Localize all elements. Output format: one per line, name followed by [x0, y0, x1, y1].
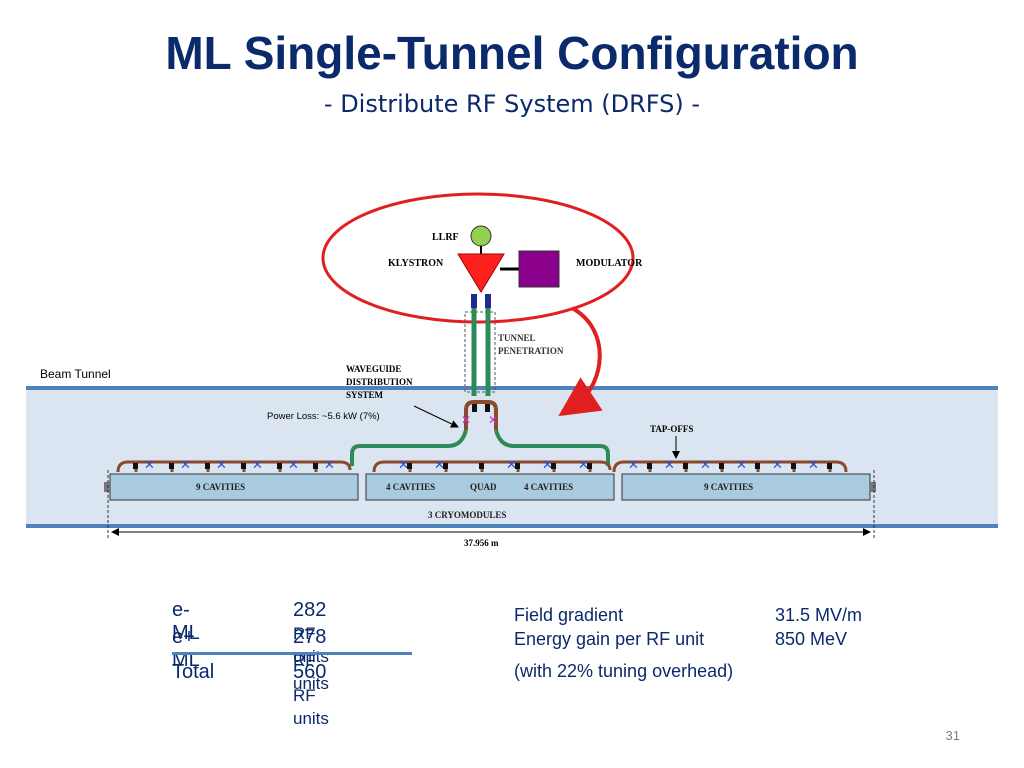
svg-text:✕: ✕	[664, 458, 675, 473]
splitter-flange-right	[485, 404, 490, 412]
beam-tunnel-label: Beam Tunnel	[40, 367, 111, 381]
tap-offs-label: TAP-OFFS	[650, 424, 693, 434]
cavities-mid-right-label: 4 CAVITIES	[524, 482, 573, 492]
coupler-flanges	[133, 463, 832, 469]
svg-text:✕: ✕	[144, 458, 155, 473]
svg-text:✕: ✕	[700, 458, 711, 473]
splitter-x-left: ✕	[461, 413, 471, 427]
splitter-flange-left	[472, 404, 477, 412]
energy-gain-value: 850 MeV	[775, 629, 848, 649]
llrf-label: LLRF	[432, 232, 459, 243]
curved-arrow	[558, 306, 603, 417]
row-total-unit: RF units	[293, 686, 329, 728]
slide-title: ML Single-Tunnel Configuration	[165, 27, 859, 79]
flange-left-top	[471, 294, 477, 308]
tuning-overhead-note: (with 22% tuning overhead)	[514, 661, 734, 681]
endcap-right	[870, 482, 876, 492]
row-eplus-number: 278	[293, 626, 327, 648]
cavities-right-label: 9 CAVITIES	[704, 482, 753, 492]
llrf-icon	[470, 225, 492, 247]
highlight-ellipse	[321, 192, 635, 324]
svg-text:✕: ✕	[578, 458, 589, 473]
svg-text:✕: ✕	[506, 458, 517, 473]
row-total-value: 560 RF units	[293, 661, 329, 730]
cryomodule-right	[621, 473, 871, 501]
flange-right-top	[485, 294, 491, 308]
beam-tunnel-band	[26, 388, 998, 526]
waveguide-distribution-label: WAVEGUIDE DISTRIBUTION SYSTEM	[346, 364, 415, 400]
modulator-label: MODULATOR	[576, 258, 643, 269]
row-eplus-unit: RF units	[293, 651, 329, 693]
cavities-left-label: 9 CAVITIES	[196, 482, 245, 492]
cryomodules-label: 3 CRYOMODULES	[428, 510, 506, 520]
cryomodule-middle	[365, 473, 615, 501]
modulator-icon	[518, 250, 560, 288]
klystron-icon	[457, 253, 505, 293]
cavities-mid-left-label: 4 CAVITIES	[386, 482, 435, 492]
row-total-number: 560	[293, 661, 327, 683]
row-eminus-number: 282	[293, 599, 327, 621]
field-gradient-value: 31.5 MV/m	[775, 605, 863, 625]
power-loss-label: Power Loss: ~5.6 kW (7%)	[267, 411, 380, 422]
energy-gain-label: Energy gain per RF unit	[514, 629, 705, 649]
svg-text:✕: ✕	[542, 458, 553, 473]
svg-text:✕: ✕	[180, 458, 191, 473]
tap-off-marks: ✕ ✕ ✕ ✕ ✕ ✕ ✕ ✕ ✕ ✕ ✕ ✕ ✕ ✕ ✕ ✕ ✕	[144, 458, 819, 473]
row-eplus-value: 278 RF units	[293, 626, 329, 695]
row-eminus-label: e- ML	[172, 599, 200, 644]
svg-text:✕: ✕	[808, 458, 819, 473]
quad-label: QUAD	[470, 482, 497, 492]
slide-subtitle: - Distribute RF System (DRFS) -	[323, 90, 701, 118]
svg-text:✕: ✕	[434, 458, 445, 473]
svg-text:✕: ✕	[736, 458, 747, 473]
svg-text:✕: ✕	[252, 458, 263, 473]
row-eminus-unit: RF units	[293, 624, 329, 666]
field-gradient-label: Field gradient	[514, 605, 624, 625]
svg-text:✕: ✕	[216, 458, 227, 473]
tunnel-penetration-label: TUNNEL PENETRATION	[498, 333, 564, 356]
endcap-left	[104, 482, 110, 492]
page-number: 31	[945, 728, 960, 743]
row-eminus-value: 282 RF units	[293, 599, 329, 668]
svg-text:✕: ✕	[324, 458, 335, 473]
svg-text:✕: ✕	[398, 458, 409, 473]
green-branch-right	[494, 429, 610, 466]
row-total-label: Total	[172, 661, 215, 683]
splitter-x-right: ✕	[488, 413, 498, 427]
table-divider	[172, 652, 412, 655]
length-label: 37.956 m	[464, 538, 499, 548]
power-loss-arrow	[413, 405, 459, 428]
klystron-label: KLYSTRON	[388, 258, 444, 269]
svg-text:✕: ✕	[772, 458, 783, 473]
tunnel-penetration-box	[464, 311, 496, 393]
green-branch-left	[350, 429, 468, 466]
splitter-brown	[464, 400, 498, 430]
svg-text:✕: ✕	[288, 458, 299, 473]
svg-text:✕: ✕	[628, 458, 639, 473]
